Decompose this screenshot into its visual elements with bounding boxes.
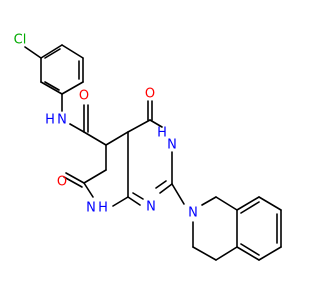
- atom-label-c7-o: O: [57, 175, 67, 190]
- bond-benzo-5: [236, 246, 260, 261]
- bond-n1-c8a-1: [127, 196, 141, 206]
- atom-label-isoq-n: N: [188, 206, 198, 221]
- bond-c6-c7: [83, 169, 107, 184]
- bond-c7-o-1: [65, 172, 85, 184]
- atom-label-c4-o: O: [145, 87, 155, 102]
- bond-c3-c4: [192, 246, 217, 261]
- atom-label-n8-n: N: [86, 201, 96, 216]
- atom-label-cl: Cl: [14, 33, 27, 48]
- bond-c-cl: [24, 46, 42, 59]
- atom-label-n3: N: [167, 138, 177, 153]
- bond-c7-o-2: [63, 176, 83, 188]
- bond-c4-c4a-isoq: [215, 246, 238, 261]
- molecule-structure: Cl N H O O H N N N O N H: [14, 33, 282, 261]
- bond-n8-c8a: [112, 196, 129, 207]
- atom-label-n3-h: H: [157, 126, 167, 141]
- bond-phenyl-double-3: [44, 48, 61, 59]
- atom-label-amide-n: N: [57, 113, 67, 128]
- bond-c5-c4a: [105, 131, 129, 146]
- bond-benzo-2: [258, 196, 282, 211]
- bond-phenyl-4: [40, 81, 63, 95]
- bond-phenyl-3: [61, 81, 84, 95]
- bond-layer: [24, 44, 282, 261]
- structure-canvas: Cl N H O O H N N N O N H: [13, 32, 282, 261]
- bond-carbonyl-c5: [83, 131, 107, 146]
- bond-benzo-double-1: [240, 201, 260, 214]
- bond-c4a-c4: [127, 119, 151, 133]
- bond-benzo-4: [258, 246, 282, 261]
- bond-c2-n1-2: [155, 180, 167, 189]
- atom-label-amide-h: H: [45, 113, 55, 128]
- atom-label-layer: Cl N H O O H N N N O N H: [14, 33, 198, 221]
- bond-nisoq-c1: [201, 196, 217, 206]
- bond-phenyl-1: [61, 44, 84, 59]
- bond-n1-c8a-2: [132, 192, 144, 200]
- bond-c2-n1-1: [159, 183, 173, 194]
- bond-c2-nisoq: [171, 183, 185, 205]
- bond-c7-n8: [83, 182, 94, 198]
- bond-phenyl-6: [40, 44, 63, 59]
- bond-phenyl-double-2: [44, 81, 60, 91]
- atom-label-n8-h: H: [98, 201, 108, 216]
- bond-benzo-double-3: [240, 243, 260, 256]
- bond-nh-carbonyl: [69, 123, 85, 133]
- bond-benzo-1: [236, 196, 260, 211]
- atom-label-n1: N: [146, 200, 156, 215]
- bond-c1-c8a-isoq: [215, 196, 238, 211]
- bond-c4-n3: [149, 119, 163, 128]
- atom-label-amide-o: O: [79, 89, 89, 104]
